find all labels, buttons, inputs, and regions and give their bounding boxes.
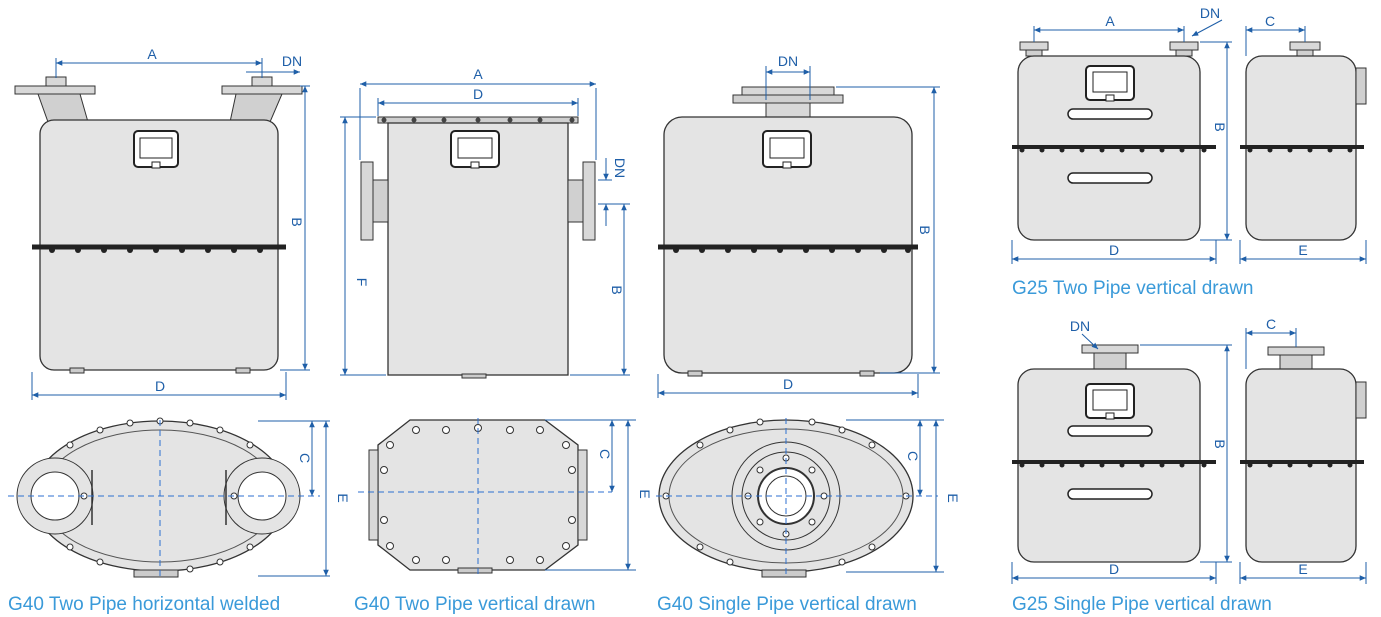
top-flange — [1081, 344, 1139, 354]
dim-b-label: B — [289, 217, 305, 226]
g40-horizontal-top-view: C E — [8, 417, 351, 578]
dim-c-label: C — [905, 451, 921, 461]
meter-body — [1017, 368, 1201, 563]
g25-single-vertical-side-view: C E — [1239, 316, 1367, 584]
dim-d-label: D — [783, 376, 793, 392]
dim-b-label: B — [917, 225, 933, 234]
dim-c-label: C — [297, 453, 313, 463]
dim-dn-label: DN — [1070, 318, 1090, 334]
g40-two-vertical-side-view: A D F DN B — [340, 66, 630, 379]
caption-g25-two-pipe-vertical-drawn: G25 Two Pipe vertical drawn — [1012, 278, 1254, 299]
dim-b-label: B — [1212, 122, 1228, 131]
caption-g40-two-pipe-horizontal-welded: G40 Two Pipe horizontal welded — [8, 594, 281, 615]
right-flange — [221, 85, 303, 95]
dim-d-label: D — [473, 86, 483, 102]
caption-g40-single-pipe-vertical-drawn: G40 Single Pipe vertical drawn — [657, 594, 917, 615]
dim-e-label: E — [637, 489, 653, 498]
dim-a-label: A — [473, 66, 483, 82]
dim-e-label: E — [1298, 242, 1307, 258]
dim-b-label: B — [1212, 439, 1228, 448]
dim-dn-label: DN — [282, 53, 302, 69]
dim-d-label: D — [1109, 242, 1119, 258]
g40-two-vertical-top-view: C E — [358, 418, 653, 574]
dim-dn-label: DN — [612, 158, 628, 178]
caption-g25-single-pipe-vertical-drawn: G25 Single Pipe vertical drawn — [1012, 594, 1272, 615]
dim-d-label: D — [155, 378, 165, 394]
dim-d-label: D — [1109, 561, 1119, 577]
dim-c-label: C — [597, 449, 613, 459]
dim-a-label: A — [1105, 13, 1115, 29]
dim-c-label: C — [1266, 316, 1276, 332]
caption-g40-two-pipe-vertical-drawn: G40 Two Pipe vertical drawn — [354, 594, 596, 615]
top-flange — [741, 86, 835, 96]
dim-e-label: E — [945, 493, 961, 502]
dim-b-label: B — [609, 285, 625, 294]
g40-single-vertical-top-view: C E — [656, 418, 961, 578]
right-pipe-elbow — [229, 93, 283, 123]
left-pipe-elbow — [37, 93, 89, 123]
dim-a-label: A — [147, 46, 157, 62]
dim-e-label: E — [1298, 561, 1307, 577]
g40-single-vertical-side-view: DN B D — [657, 53, 940, 398]
dim-dn-label: DN — [1200, 5, 1220, 21]
dim-dn-label: DN — [778, 53, 798, 69]
dim-c-label: C — [1265, 13, 1275, 29]
dim-e-label: E — [335, 493, 351, 502]
g25-two-vertical-side-view: C E — [1239, 13, 1367, 264]
g25-single-vertical-front-view: DN B D — [1011, 318, 1232, 584]
g25-two-vertical-front-view: A DN B D — [1011, 5, 1232, 264]
left-side-flange — [360, 161, 374, 241]
g40-horizontal-side-view: A DN B D — [14, 46, 310, 400]
meter-side-body — [1245, 368, 1357, 563]
right-side-flange — [582, 161, 596, 241]
left-flange — [14, 85, 96, 95]
dim-f-label: F — [354, 278, 370, 287]
